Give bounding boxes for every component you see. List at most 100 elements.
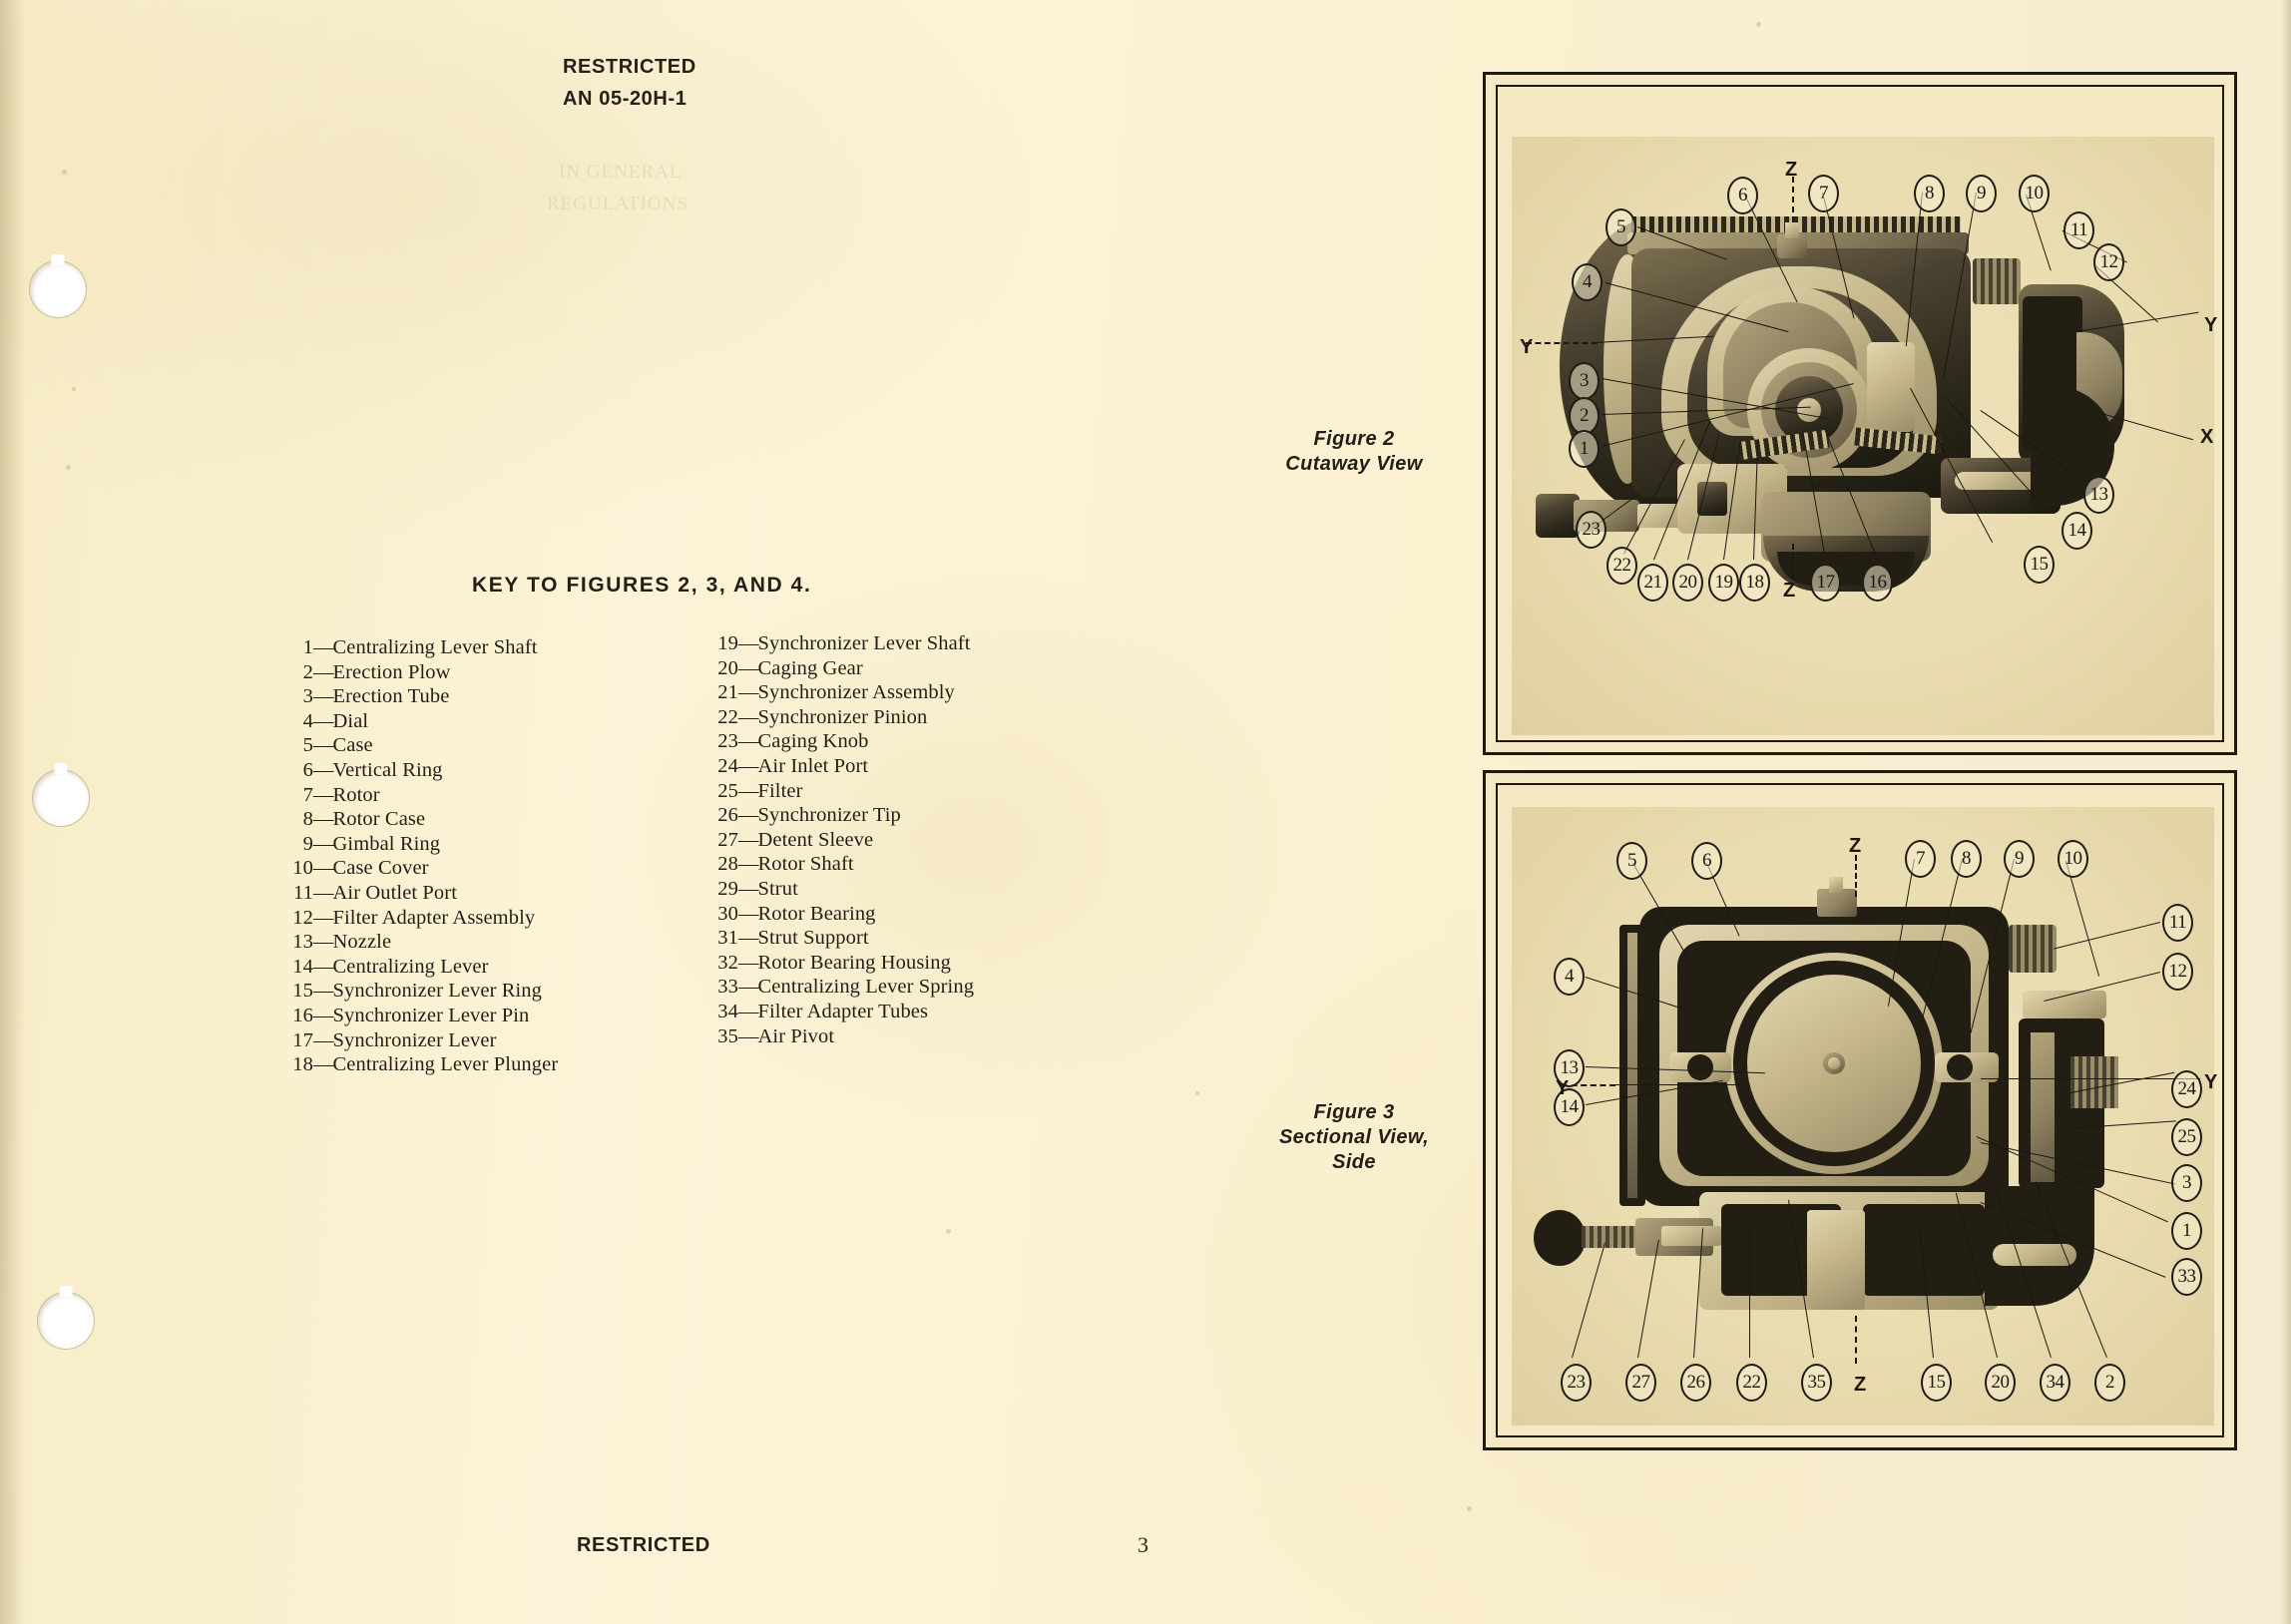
callout-marker-12: 12: [2093, 243, 2124, 281]
key-item: 8—Rotor Case: [287, 807, 617, 832]
key-item-dash: —: [738, 902, 758, 925]
key-item-number: 28: [717, 853, 738, 876]
key-item-number: 33: [717, 976, 738, 999]
key-item-label: Caging Knob: [757, 730, 869, 753]
axis-label-x: X: [2200, 426, 2214, 448]
key-item-label: Caging Gear: [757, 656, 863, 679]
callout-marker-4: 4: [1554, 958, 1585, 996]
key-item: 5—Case: [287, 733, 617, 758]
callout-marker-19: 19: [1708, 564, 1739, 602]
key-item: 30—Rotor Bearing: [712, 902, 1052, 927]
figure-2-caption-line-2: Cutaway View: [1285, 453, 1423, 475]
axis-label-z: Z: [1849, 835, 1862, 857]
callout-marker-11: 11: [2162, 904, 2193, 942]
key-item-dash: —: [738, 705, 758, 728]
callout-marker-5: 5: [1605, 208, 1636, 246]
axis-label-y: Y: [2204, 314, 2218, 336]
key-item: 20—Caging Gear: [712, 656, 1052, 681]
figure-2-caption: Figure 2 Cutaway View: [1234, 427, 1474, 477]
key-item-number: 13: [292, 931, 313, 954]
page-right-edge-shadow: [2281, 0, 2291, 1624]
header-document-number: AN 05-20H-1: [563, 88, 687, 110]
callout-marker-9: 9: [2004, 840, 2035, 878]
key-item: 9—Gimbal Ring: [287, 832, 617, 857]
key-item-dash: —: [313, 808, 333, 831]
axis-label-y: Y: [1520, 336, 1534, 358]
key-item: 1—Centralizing Lever Shaft: [287, 635, 617, 660]
key-item: 14—Centralizing Lever: [287, 955, 617, 980]
callout-marker-26: 26: [1680, 1364, 1711, 1402]
callout-marker-6: 6: [1691, 842, 1722, 880]
key-item-number: 20: [717, 656, 738, 679]
key-item: 10—Case Cover: [287, 856, 617, 881]
key-item-label: Case Cover: [332, 857, 429, 880]
key-item-dash: —: [738, 632, 758, 654]
key-item: 23—Caging Knob: [712, 729, 1052, 754]
key-item-dash: —: [738, 951, 758, 974]
key-item-label: Synchronizer Lever Pin: [332, 1004, 530, 1026]
key-item: 26—Synchronizer Tip: [712, 803, 1052, 828]
key-item-label: Air Pivot: [757, 1024, 835, 1047]
callout-marker-8: 8: [1951, 840, 1982, 878]
axis-label-y: Y: [1556, 1077, 1570, 1099]
key-item: 13—Nozzle: [287, 930, 617, 955]
axis-label-z: Z: [1854, 1374, 1867, 1396]
key-item-dash: —: [313, 685, 333, 708]
key-item-label: Air Inlet Port: [757, 754, 869, 777]
page-spine-shadow: [0, 0, 26, 1624]
key-item-label: Strut Support: [757, 927, 869, 950]
axis-label-y: Y: [2204, 1071, 2218, 1093]
key-item: 32—Rotor Bearing Housing: [712, 951, 1052, 976]
callout-marker-33: 33: [2171, 1258, 2202, 1296]
key-item-number: 31: [717, 927, 738, 950]
page-number: 3: [1138, 1532, 1148, 1557]
key-item-number: 5: [302, 734, 313, 757]
key-item-label: Erection Tube: [332, 685, 450, 708]
callout-marker-10: 10: [2019, 175, 2050, 212]
paper-speck: [1756, 22, 1761, 27]
key-item-number: 32: [717, 951, 738, 974]
key-item-number: 25: [717, 779, 738, 802]
key-item-label: Centralizing Lever Shaft: [332, 636, 538, 658]
key-item-number: 2: [302, 660, 313, 683]
axis-label-z: Z: [1785, 159, 1798, 181]
key-item-number: 35: [717, 1024, 738, 1047]
key-item-label: Detent Sleeve: [757, 828, 874, 851]
callout-marker-8: 8: [1914, 175, 1945, 212]
key-item-dash: —: [738, 1024, 758, 1047]
key-item-label: Filter Adapter Assembly: [332, 906, 536, 929]
callout-marker-22: 22: [1736, 1364, 1767, 1402]
key-item-number: 27: [717, 828, 738, 851]
callout-marker-16: 16: [1862, 564, 1893, 602]
gyro-assembly-section: [1512, 807, 2214, 1425]
key-item-dash: —: [313, 931, 333, 954]
key-item-dash: —: [313, 1053, 333, 1076]
key-item-number: 7: [302, 783, 313, 806]
punch-hole-bottom: [38, 1286, 94, 1349]
key-item-number: 22: [717, 705, 738, 728]
key-item-label: Vertical Ring: [332, 758, 443, 781]
callout-marker-14: 14: [2062, 512, 2092, 550]
key-item-number: 19: [717, 632, 738, 654]
punch-hole-middle: [33, 763, 89, 826]
key-item-number: 9: [302, 832, 313, 855]
key-item: 18—Centralizing Lever Plunger: [287, 1052, 617, 1077]
key-item-dash: —: [738, 927, 758, 950]
callout-marker-21: 21: [1637, 564, 1668, 602]
key-item-dash: —: [313, 734, 333, 757]
key-item-label: Rotor Case: [332, 808, 426, 831]
key-item: 19—Synchronizer Lever Shaft: [712, 631, 1052, 656]
key-item-number: 16: [292, 1004, 313, 1026]
callout-marker-18: 18: [1739, 564, 1770, 602]
key-item-dash: —: [738, 656, 758, 679]
key-item-dash: —: [738, 976, 758, 999]
figure-2-caption-line-1: Figure 2: [1313, 428, 1395, 450]
key-item-dash: —: [313, 955, 333, 978]
key-item-dash: —: [313, 1004, 333, 1026]
key-item-label: Synchronizer Lever: [332, 1028, 497, 1051]
key-item-label: Centralizing Lever Spring: [757, 976, 975, 999]
key-item-dash: —: [313, 783, 333, 806]
key-item: 16—Synchronizer Lever Pin: [287, 1004, 617, 1028]
key-item-label: Rotor: [332, 783, 380, 806]
